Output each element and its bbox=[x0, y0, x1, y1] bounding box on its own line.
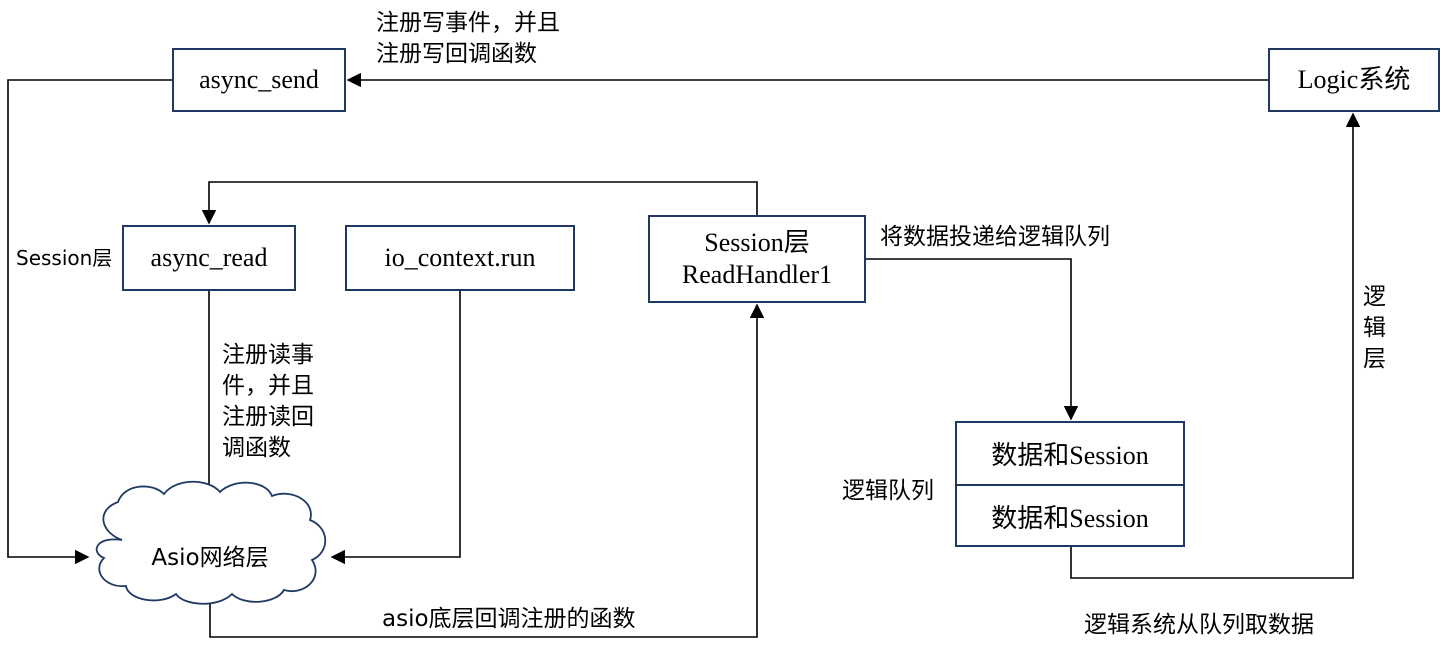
async-read-label: async_read bbox=[150, 242, 268, 272]
queue-item: 数据和Session bbox=[957, 423, 1183, 486]
register-read-line: 调函数 bbox=[222, 435, 291, 462]
queue-item-label: 数据和Session bbox=[991, 441, 1149, 470]
async-send-label: async_send bbox=[199, 64, 319, 94]
asio-callback-label: asio底层回调注册的函数 bbox=[382, 606, 636, 632]
arrow-async-send-to-asio bbox=[7, 79, 172, 565]
register-read-line: 注册读事 bbox=[222, 342, 314, 368]
queue-item-label: 数据和Session bbox=[991, 504, 1149, 533]
arrow-queue-to-logic bbox=[1070, 112, 1361, 579]
async-send-node: async_send bbox=[172, 48, 346, 112]
logic-layer-char: 辑 bbox=[1363, 315, 1386, 342]
arrow-handler-to-async-read bbox=[201, 181, 758, 225]
register-read-line: 件，并且 bbox=[222, 373, 314, 400]
queue-item: 数据和Session bbox=[957, 486, 1183, 547]
asio-cloud-shape bbox=[95, 480, 327, 605]
asio-network-label: Asio网络层 bbox=[151, 545, 269, 571]
arrow-handler-to-queue bbox=[866, 258, 1079, 421]
register-write-annotation: 注册写事件，并且 注册写回调函数 bbox=[376, 8, 560, 70]
register-read-line: 注册读回 bbox=[222, 404, 314, 431]
io-context-run-node: io_context.run bbox=[345, 225, 575, 291]
io-context-run-label: io_context.run bbox=[384, 242, 536, 272]
session-layer-label: Session层 bbox=[16, 246, 113, 270]
logic-system-label: Logic系统 bbox=[1297, 64, 1411, 94]
logic-layer-char: 层 bbox=[1363, 346, 1386, 373]
arrow-io-context-to-asio bbox=[330, 291, 461, 565]
logic-system-node: Logic系统 bbox=[1268, 48, 1440, 112]
register-read-annotation: 注册读事 件，并且 注册读回 调函数 bbox=[222, 340, 314, 464]
logic-layer-label: 逻 辑 层 bbox=[1363, 282, 1386, 375]
logic-layer-char: 逻 bbox=[1363, 284, 1386, 310]
logic-fetch-label: 逻辑系统从队列取数据 bbox=[1084, 612, 1314, 638]
post-to-logic-queue-label: 将数据投递给逻辑队列 bbox=[880, 224, 1110, 250]
register-write-line2: 注册写回调函数 bbox=[376, 41, 537, 68]
logic-queue-label: 逻辑队列 bbox=[842, 478, 934, 504]
session-handler-line1: Session层 bbox=[704, 227, 810, 257]
session-read-handler-node: Session层 ReadHandler1 bbox=[648, 215, 866, 303]
arrow-asio-to-handler bbox=[209, 303, 765, 638]
async-read-node: async_read bbox=[122, 225, 296, 291]
logic-queue-node: 数据和Session 数据和Session bbox=[955, 421, 1185, 547]
register-write-line1: 注册写事件，并且 bbox=[376, 10, 560, 36]
session-handler-line2: ReadHandler1 bbox=[681, 260, 833, 289]
